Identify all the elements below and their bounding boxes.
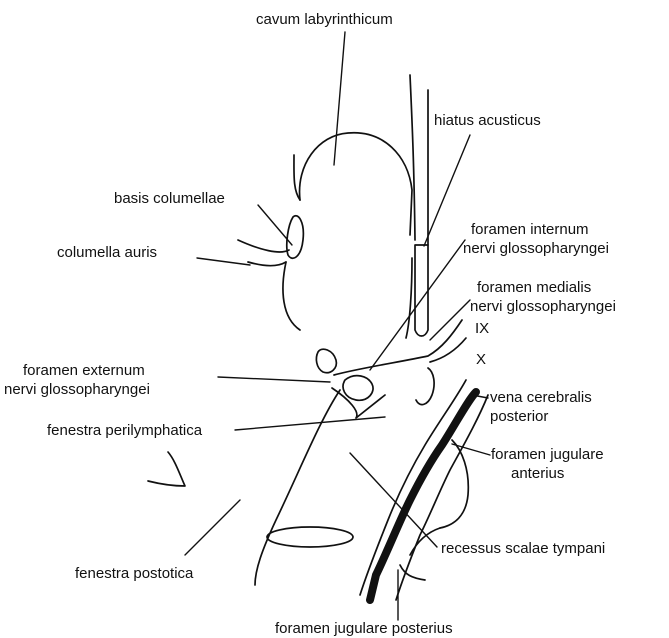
basis-columellae (287, 216, 304, 259)
label-recessus-scalae-tympani: recessus scalae tympani (441, 540, 605, 557)
label-foramen-externum-2: nervi glossopharyngei (4, 381, 150, 398)
hiatus-channel (415, 245, 428, 336)
leader-postotica (185, 500, 240, 555)
label-hiatus-acusticus: hiatus acusticus (434, 112, 541, 129)
fenestra-rim (332, 388, 385, 418)
labels: cavum labyrinthicum hiatus acusticus bas… (4, 11, 616, 637)
leader-foramen-medialis (430, 300, 470, 340)
small-ossicle (316, 349, 336, 373)
small-hook (416, 368, 434, 405)
fenestra-perilymphatica-shape (343, 376, 373, 401)
label-foramen-internum-2: nervi glossopharyngei (463, 240, 609, 257)
leader-jugulare-anterius (452, 444, 490, 455)
label-foramen-medialis-2: nervi glossopharyngei (470, 298, 616, 315)
label-cavum-labyrinthicum: cavum labyrinthicum (256, 11, 393, 28)
leader-cavum (334, 32, 345, 165)
leader-foramen-internum (370, 240, 465, 370)
label-fenestra-perilymphatica: fenestra perilymphatica (47, 422, 203, 439)
columella-auris (238, 240, 289, 252)
label-nerve-ix: IX (475, 320, 489, 337)
nerve-ix (334, 320, 462, 375)
leader-hiatus (424, 135, 470, 246)
label-foramen-internum-1: foramen internum (471, 221, 589, 238)
label-foramen-jugulare-anterius-2: anterius (511, 465, 564, 482)
vena-cerebralis (370, 392, 476, 600)
label-fenestra-postotica: fenestra postotica (75, 565, 194, 582)
leader-basis (258, 205, 292, 245)
label-basis-columellae: basis columellae (114, 190, 225, 207)
label-foramen-jugulare-posterius: foramen jugulare posterius (275, 620, 453, 637)
left-border (255, 390, 340, 585)
label-columella-auris: columella auris (57, 244, 157, 261)
drawing (148, 75, 488, 600)
label-nerve-x: X (476, 351, 486, 368)
cavum-outline (300, 133, 412, 235)
columella-auris-lower (248, 262, 286, 266)
cavum-left-wall-lower (283, 262, 300, 330)
label-vena-cerebralis-1: vena cerebralis (490, 389, 592, 406)
label-foramen-medialis-1: foramen medialis (477, 279, 591, 296)
leader-fenestra-peri (235, 417, 385, 430)
leader-foramen-externum (218, 377, 330, 382)
label-vena-cerebralis-2: posterior (490, 408, 548, 425)
fenestra-postotica-shape (148, 452, 185, 486)
cavum-right-wall-lower (406, 258, 412, 338)
label-foramen-jugulare-anterius-1: foramen jugulare (491, 446, 604, 463)
label-foramen-externum-1: foramen externum (23, 362, 145, 379)
bottom-ellipse (267, 527, 353, 547)
leader-columella (197, 258, 250, 265)
